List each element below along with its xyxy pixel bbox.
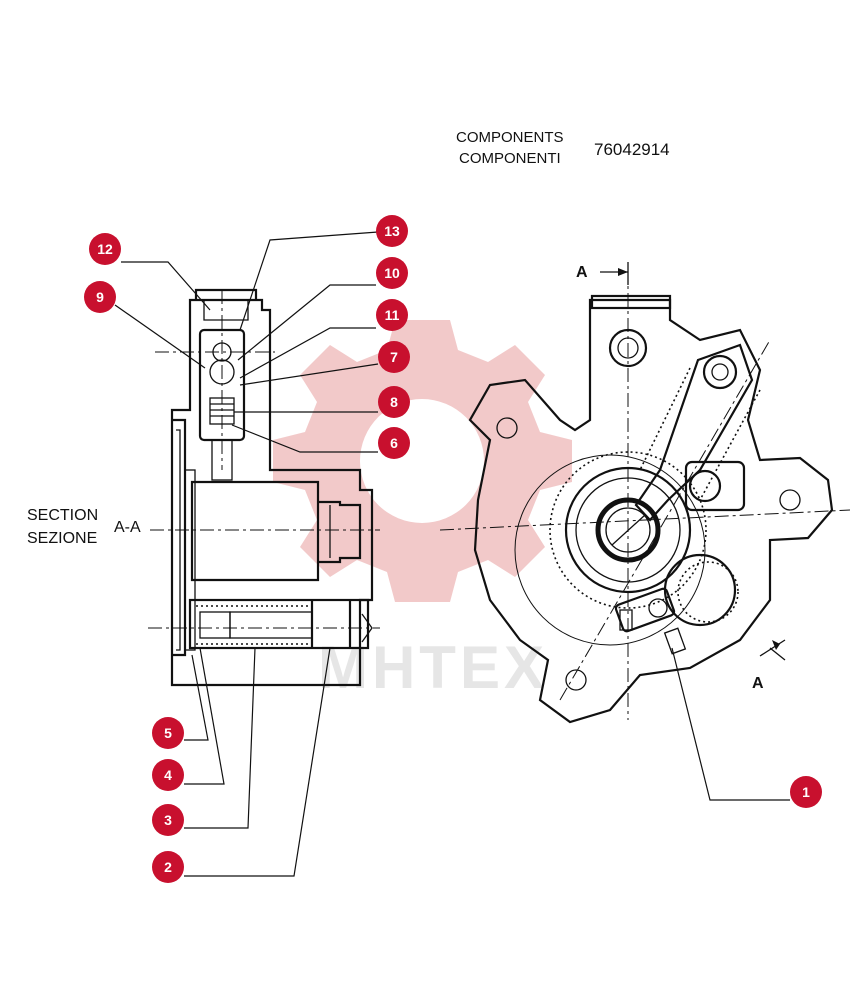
callout-9[interactable]: 9 [84, 281, 116, 313]
section-marker-top: A [576, 264, 588, 281]
callout-8[interactable]: 8 [378, 386, 410, 418]
callout-13-label: 13 [384, 223, 400, 239]
front-view [439, 262, 851, 724]
leader-lines [114, 231, 790, 877]
callout-11-label: 11 [385, 307, 400, 323]
watermark-text: MHTEX [318, 634, 548, 701]
section-marker-bottom: A [752, 675, 764, 692]
callout-5-label: 5 [164, 725, 172, 741]
callout-2-label: 2 [164, 859, 172, 875]
callout-8-label: 8 [390, 394, 398, 410]
callout-1[interactable]: 1 [790, 776, 822, 808]
components-label-it: COMPONENTI [459, 150, 561, 167]
callout-4[interactable]: 4 [152, 759, 184, 791]
callout-10-label: 10 [384, 265, 400, 281]
callout-12-label: 12 [97, 241, 113, 257]
callout-9-label: 9 [96, 289, 104, 305]
callout-4-label: 4 [164, 767, 172, 783]
callout-1-label: 1 [802, 784, 810, 800]
callout-7-label: 7 [390, 349, 398, 365]
callout-12[interactable]: 12 [89, 233, 121, 265]
section-id: A-A [114, 519, 141, 536]
callout-7[interactable]: 7 [378, 341, 410, 373]
callout-5[interactable]: 5 [152, 717, 184, 749]
callout-6[interactable]: 6 [378, 427, 410, 459]
callout-3[interactable]: 3 [152, 804, 184, 836]
components-label-en: COMPONENTS [456, 129, 564, 146]
section-label-en: SECTION [27, 507, 98, 524]
callout-11[interactable]: 11 [376, 299, 408, 331]
callout-3-label: 3 [164, 812, 172, 828]
callout-10[interactable]: 10 [376, 257, 408, 289]
callout-13[interactable]: 13 [376, 215, 408, 247]
section-view [148, 288, 380, 687]
part-number: 76042914 [594, 140, 670, 159]
section-label-it: SEZIONE [27, 530, 97, 547]
callout-6-label: 6 [390, 435, 398, 451]
callout-2[interactable]: 2 [152, 851, 184, 883]
